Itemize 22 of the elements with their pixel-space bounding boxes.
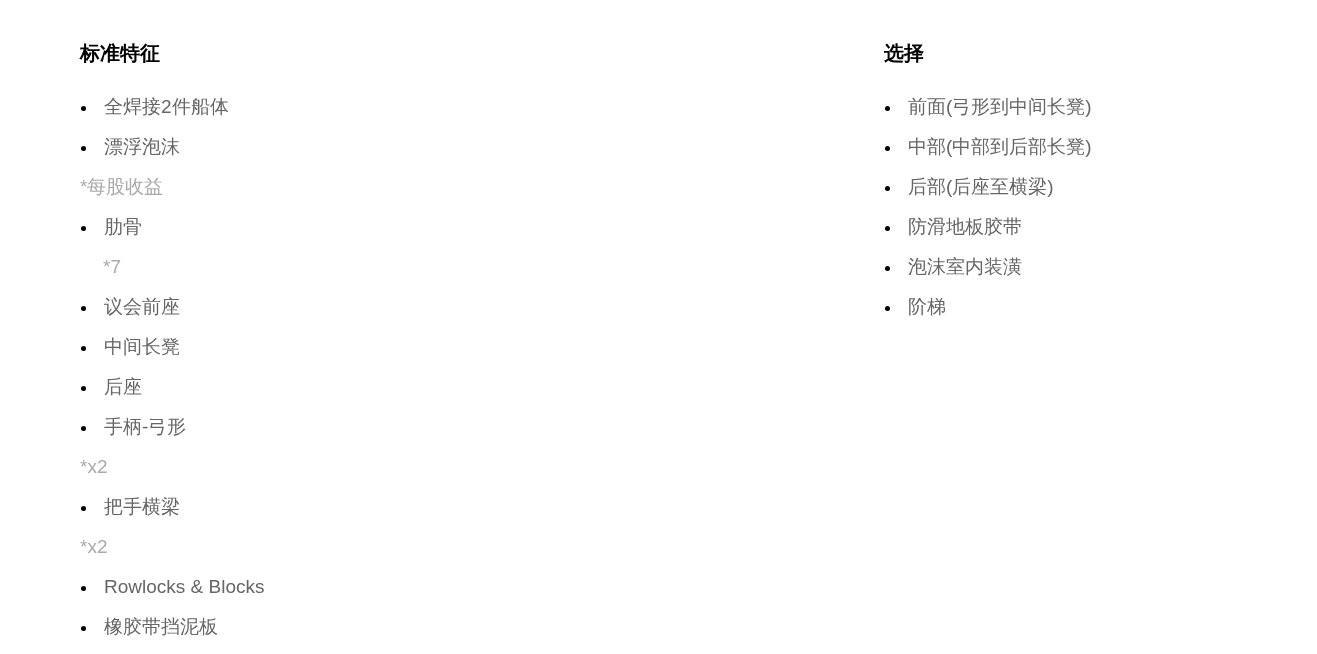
note-text: *7 bbox=[103, 255, 121, 279]
note-text: *每股收益 bbox=[80, 175, 164, 199]
bullet-item: 漂浮泡沫 bbox=[80, 135, 180, 159]
bullet-item: 中间长凳 bbox=[80, 335, 180, 359]
bullet-item: 中部(中部到后部长凳) bbox=[884, 135, 1092, 159]
bullet-item: 前面(弓形到中间长凳) bbox=[884, 95, 1092, 119]
section-heading: 选择 bbox=[884, 41, 924, 65]
bullet-item: 后部(后座至横梁) bbox=[884, 175, 1054, 199]
bullet-item: 泡沫室内装潢 bbox=[884, 255, 1022, 279]
bullet-item: 全焊接2件船体 bbox=[80, 95, 229, 119]
bullet-item: 把手横梁 bbox=[80, 495, 180, 519]
bullet-item: Rowlocks & Blocks bbox=[80, 575, 265, 599]
note-text: *x2 bbox=[80, 455, 108, 479]
bullet-item: 橡胶带挡泥板 bbox=[80, 615, 218, 639]
bullet-item: 防滑地板胶带 bbox=[884, 215, 1022, 239]
bullet-item: 肋骨 bbox=[80, 215, 142, 239]
bullet-item: 阶梯 bbox=[884, 295, 946, 319]
bullet-item: 手柄-弓形 bbox=[80, 415, 187, 439]
bullet-item: 议会前座 bbox=[80, 295, 180, 319]
note-text: *x2 bbox=[80, 535, 108, 559]
section-heading: 标准特征 bbox=[80, 41, 160, 65]
bullet-item: 后座 bbox=[80, 375, 142, 399]
